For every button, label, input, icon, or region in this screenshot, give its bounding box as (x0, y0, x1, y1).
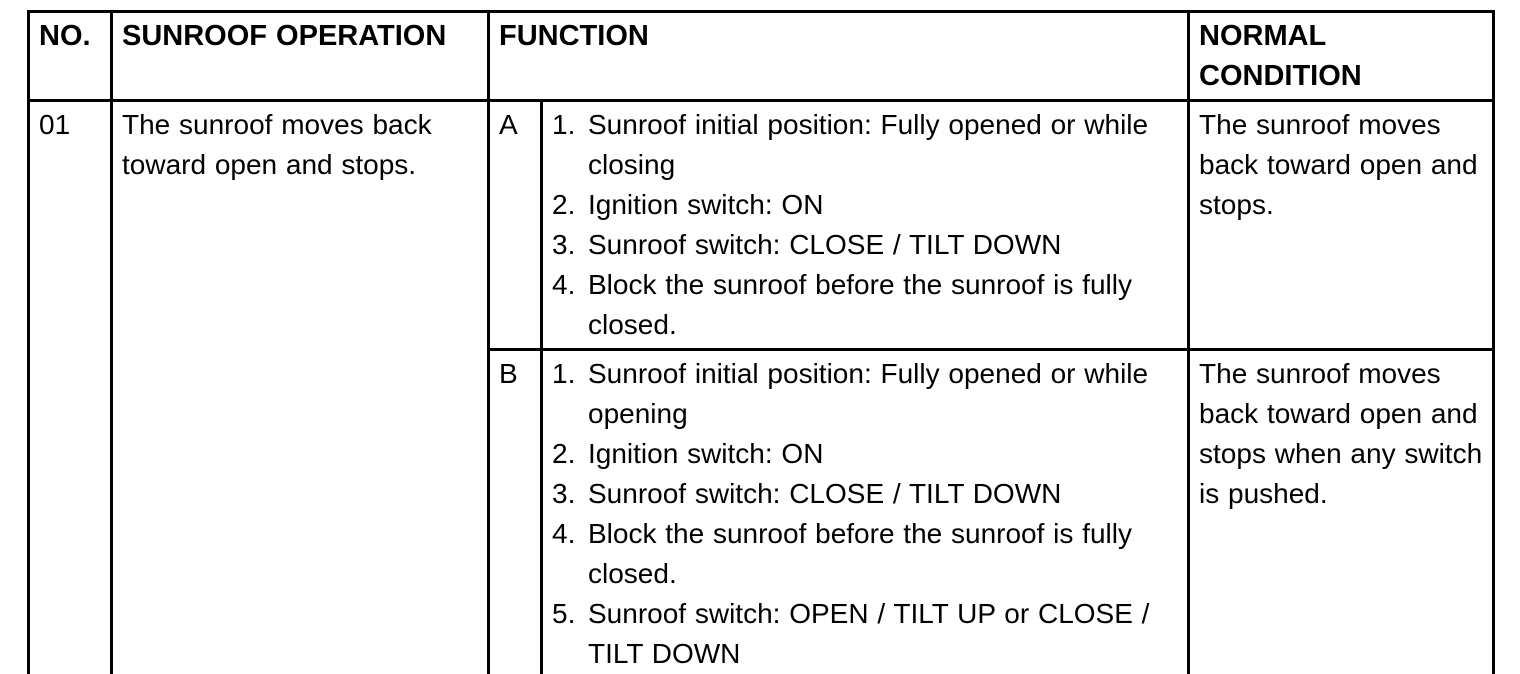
step-item: 4. Block the sunroof before the sunroof … (552, 514, 1178, 594)
step-number: 1. (552, 109, 576, 140)
table-row-01-function-a: 01 The sunroof moves back toward open an… (27, 99, 1496, 674)
step-text: Sunroof initial position: Fully opened o… (588, 109, 1149, 180)
step-text: Sunroof initial position: Fully opened o… (588, 358, 1149, 429)
step-item: 1. Sunroof initial position: Fully opene… (552, 354, 1178, 434)
sunroof-operation-table: NO. SUNROOF OPERATION FUNCTION NORMAL CO… (27, 10, 1496, 674)
cell-function-steps-b: 1. Sunroof initial position: Fully opene… (539, 348, 1191, 674)
step-text: Sunroof switch: CLOSE / TILT DOWN (588, 478, 1062, 509)
step-text: Ignition switch: ON (588, 438, 824, 469)
step-text: Sunroof switch: CLOSE / TILT DOWN (588, 229, 1062, 260)
table-row-01-function-b: B 1. Sunroof initial position: Fully ope… (29, 348, 1496, 674)
step-number: 3. (552, 229, 576, 260)
cell-function-label-b: B (487, 348, 543, 674)
cell-function-steps-a: 1. Sunroof initial position: Fully opene… (539, 99, 1191, 351)
step-item: 5. Sunroof switch: OPEN / TILT UP or CLO… (552, 594, 1178, 674)
step-number: 4. (552, 518, 576, 549)
col-header-normal-condition: NORMAL CONDITION (1187, 10, 1496, 102)
cell-normal-condition-a: The sunroof moves back toward open and s… (1187, 99, 1496, 351)
cell-no: 01 (27, 99, 113, 674)
col-header-sunroof-operation: SUNROOF OPERATION (110, 10, 490, 102)
step-number: 5. (552, 598, 576, 629)
step-number: 3. (552, 478, 576, 509)
step-text: Sunroof switch: OPEN / TILT UP or CLOSE … (588, 598, 1150, 669)
step-item: 2. Ignition switch: ON (552, 434, 1178, 474)
step-text: Block the sunroof before the sunroof is … (588, 269, 1132, 340)
cell-function-label-a: A (487, 99, 543, 351)
cell-sunroof-operation: The sunroof moves back toward open and s… (110, 99, 490, 674)
table-header-row: NO. SUNROOF OPERATION FUNCTION NORMAL CO… (27, 10, 1496, 102)
col-header-no: NO. (27, 10, 113, 102)
step-item: 3. Sunroof switch: CLOSE / TILT DOWN (552, 225, 1178, 265)
step-item: 4. Block the sunroof before the sunroof … (552, 265, 1178, 345)
step-item: 2. Ignition switch: ON (552, 185, 1178, 225)
col-header-function: FUNCTION (486, 10, 1191, 102)
step-number: 1. (552, 358, 576, 389)
step-number: 2. (552, 189, 576, 220)
step-item: 1. Sunroof initial position: Fully opene… (552, 105, 1178, 185)
step-text: Block the sunroof before the sunroof is … (588, 518, 1132, 589)
cell-normal-condition-b: The sunroof moves back toward open and s… (1187, 348, 1496, 674)
step-number: 4. (552, 269, 576, 300)
step-number: 2. (552, 438, 576, 469)
step-item: 3. Sunroof switch: CLOSE / TILT DOWN (552, 474, 1178, 514)
step-text: Ignition switch: ON (588, 189, 824, 220)
